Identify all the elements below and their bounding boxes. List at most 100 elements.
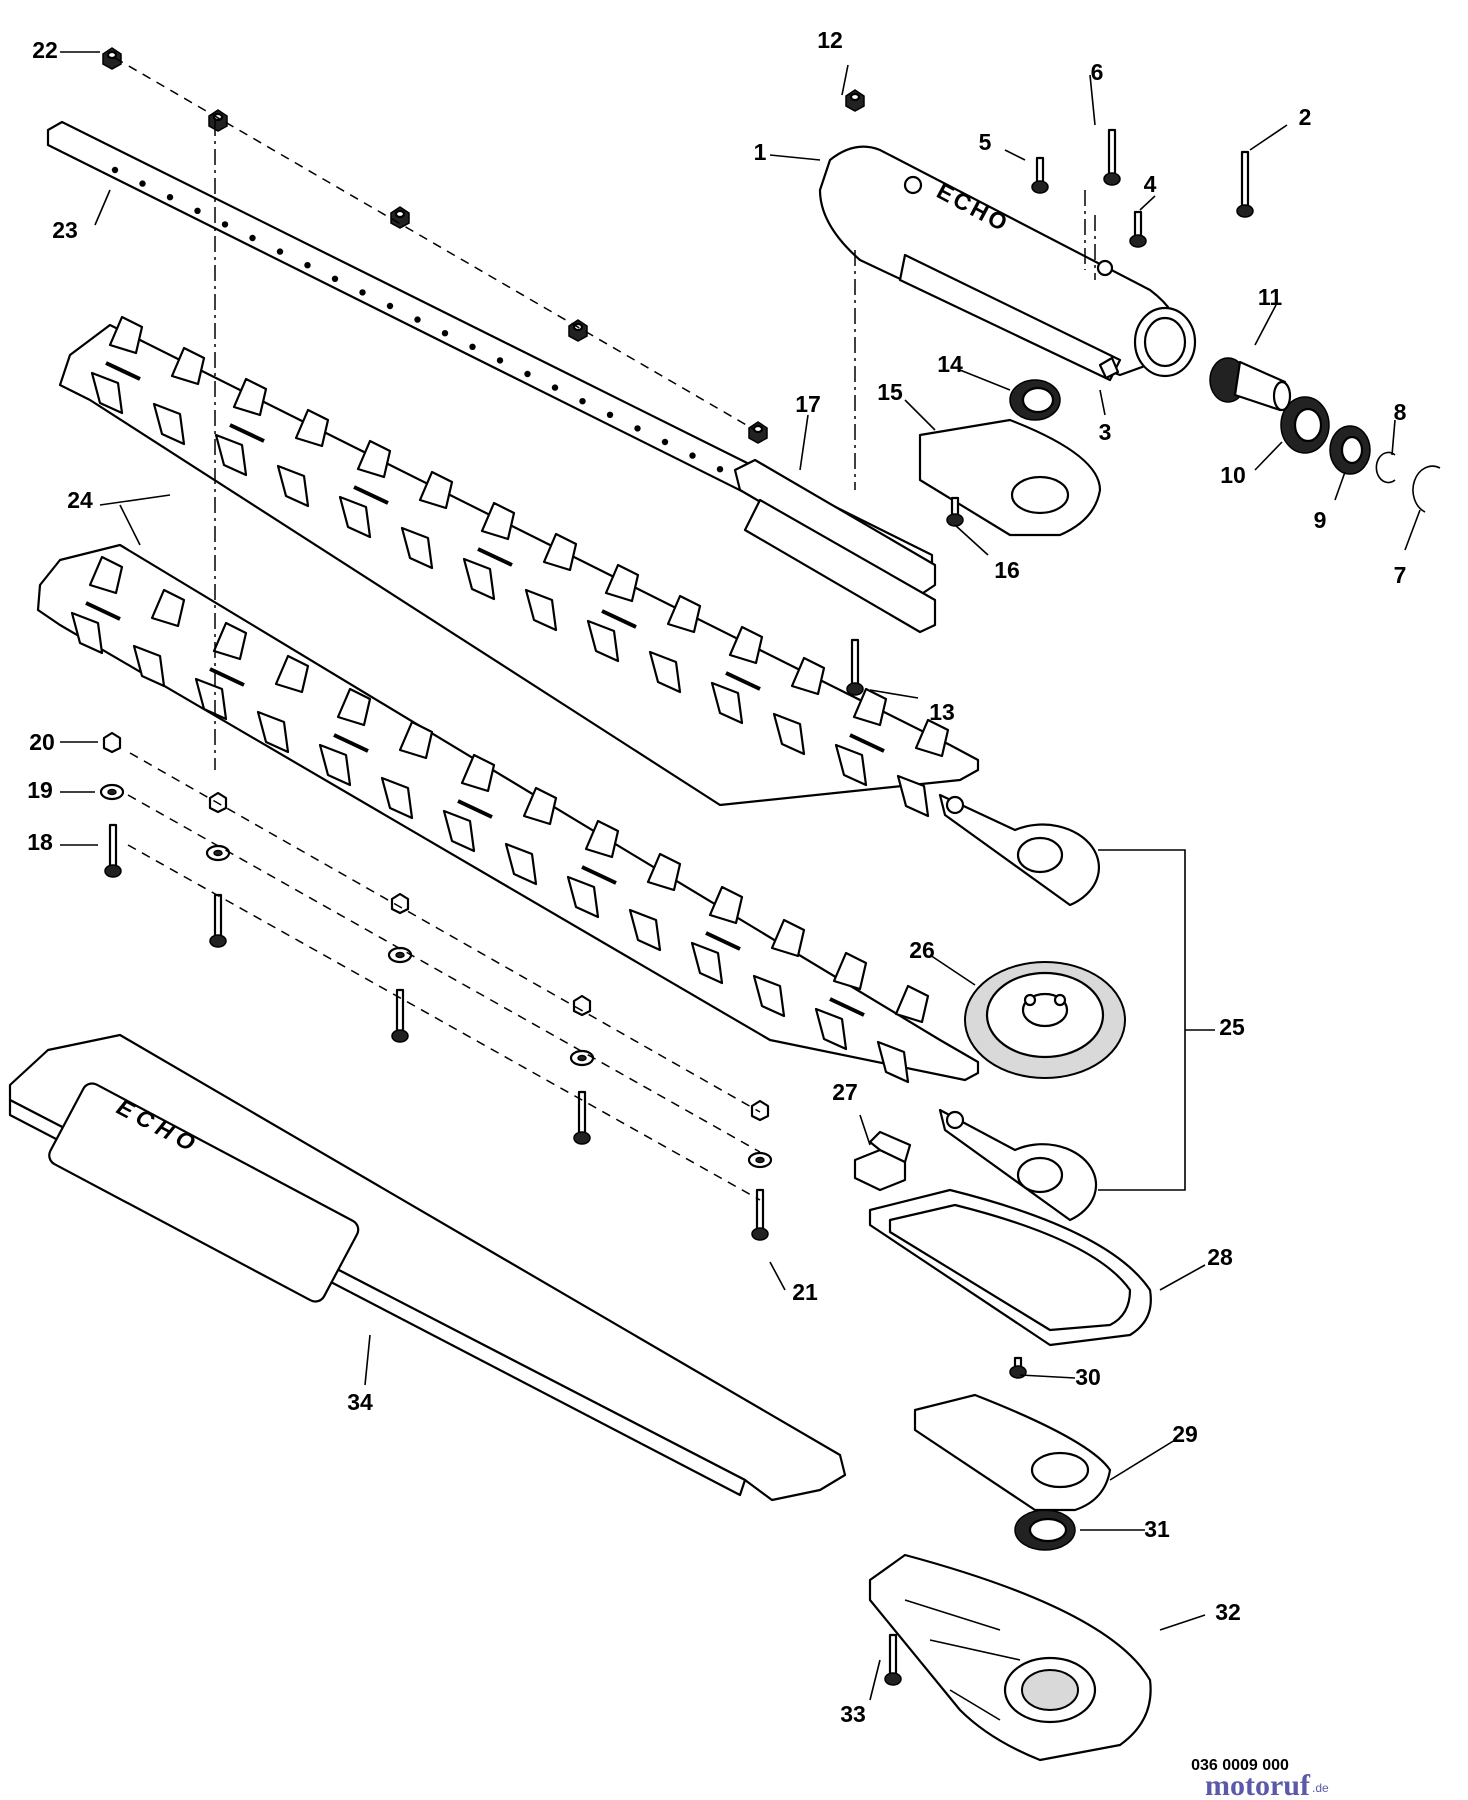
part-label-11: 11 [1258, 284, 1283, 310]
upper-blade-tooth-top [790, 656, 826, 696]
bar-hole [634, 425, 641, 432]
lower-blade-tooth-top [150, 588, 186, 628]
bolt-18c-head [391, 1029, 409, 1043]
bolt-4-shank [1133, 210, 1143, 239]
part-32-gear-cover [868, 1553, 1152, 1762]
grease-fitting-6-head [1103, 172, 1121, 186]
part-label-33: 33 [840, 1701, 866, 1727]
watermark-logo: motoruf .de [1205, 1769, 1329, 1800]
part-9-bearing [1329, 425, 1371, 475]
upper-blade-tooth-top [914, 718, 950, 758]
lower-blade-tooth-top [336, 687, 372, 727]
part-25-lower-crank-rod [938, 1108, 1098, 1222]
lower-blade-slot [705, 931, 741, 951]
lower-blade-tooth-top [274, 654, 310, 694]
flange-nut-4-hole [752, 424, 764, 434]
bar-hole [139, 180, 146, 187]
lower-blade-tooth-top [584, 819, 620, 859]
part-label-30: 30 [1075, 1364, 1101, 1390]
upper-blade-tooth-top [170, 346, 206, 386]
part-label-34: 34 [347, 1389, 373, 1415]
lower-blade-tooth-top [460, 753, 496, 793]
flange-nut-0-hole [106, 50, 118, 60]
bar-hole [524, 370, 531, 378]
bar-hole [221, 221, 229, 228]
part-label-15: 15 [877, 379, 903, 405]
part-label-16: 16 [994, 557, 1020, 583]
upper-blade-tooth-bottom [276, 464, 310, 508]
part-7-circlip [1412, 465, 1441, 513]
part-29-plate [913, 1393, 1112, 1512]
part-17-plate [733, 458, 937, 634]
flange-nut-1-hole [212, 112, 224, 122]
part-label-3: 3 [1099, 419, 1112, 445]
bolt-18b-head [209, 934, 227, 948]
lower-blade-tooth-top [894, 984, 930, 1024]
upper-blade-tooth-bottom [648, 650, 682, 694]
part-1-gear-case: ECHO [818, 145, 1197, 382]
washer-19-2-hole [395, 951, 405, 959]
part-label-20: 20 [29, 729, 55, 755]
part-label-19: 19 [27, 777, 53, 803]
part-label-22: 22 [32, 37, 58, 63]
bar-hole [194, 207, 201, 214]
bolt-21-head [751, 1227, 769, 1241]
upper-blade-tooth-bottom [586, 619, 620, 663]
upper-blade-slot [105, 361, 141, 381]
lower-blade-tooth-bottom [876, 1040, 910, 1084]
lower-blade-tooth-bottom [566, 875, 600, 919]
part-label-26: 26 [909, 937, 935, 963]
part-label-9: 9 [1314, 507, 1327, 533]
part-label-8: 8 [1394, 399, 1407, 425]
bolt-18b-shank [213, 893, 223, 939]
screw-33-head [884, 1672, 902, 1686]
part-label-27: 27 [832, 1079, 858, 1105]
bar-hole [469, 343, 476, 350]
upper-blade-tooth-top [852, 687, 888, 727]
upper-blade-tooth-bottom [462, 557, 496, 601]
upper-blade-slot [477, 547, 513, 567]
upper-blade-tooth-bottom [400, 526, 434, 570]
part-label-12: 12 [817, 27, 843, 53]
square-nut-20-2 [390, 892, 410, 915]
part-23-blade-bar [46, 120, 934, 581]
bolt-5-head [1031, 180, 1049, 194]
bar-hole [496, 357, 504, 364]
bolt-5-shank [1035, 156, 1045, 185]
upper-blade-tooth-bottom [90, 371, 124, 415]
grease-fitting-6-shank [1107, 128, 1117, 177]
washer-19-4-hole [755, 1156, 765, 1164]
watermark-suffix: .de [1312, 1781, 1329, 1795]
lower-blade-tooth-bottom [628, 908, 662, 952]
lower-blade-tooth-top [522, 786, 558, 826]
lower-blade-slot [457, 799, 493, 819]
bar-hole [716, 466, 724, 473]
upper-blade-tooth-bottom [710, 681, 744, 725]
part-label-13: 13 [929, 699, 955, 725]
lower-blade-slot [85, 601, 121, 621]
bar-hole [551, 384, 559, 391]
bar-hole [689, 452, 696, 459]
part-25-upper-crank-rod [938, 793, 1100, 907]
bolt-18d-head [573, 1131, 591, 1145]
upper-blade-tooth-bottom [524, 588, 558, 632]
lower-blade-tooth-bottom [194, 677, 228, 721]
part-34-blade-guard: ECHO [8, 1033, 847, 1502]
watermark-brand: motoruf [1205, 1769, 1311, 1800]
lower-blade-tooth-top [708, 885, 744, 925]
part-24-upper-blade [58, 315, 980, 818]
bar-hole [111, 166, 119, 174]
upper-blade-tooth-top [728, 625, 764, 665]
alignment-lines [114, 57, 1096, 1201]
lower-blade-tooth-bottom [70, 611, 104, 655]
leader-25-bracket [1098, 849, 1186, 1191]
bolt-18-head [104, 864, 122, 878]
upper-blade-slot [229, 423, 265, 443]
lower-blade-tooth-bottom [752, 974, 786, 1018]
washer-19-1-hole [213, 849, 223, 857]
upper-blade-tooth-top [542, 532, 578, 572]
upper-blade-tooth-bottom [834, 743, 868, 787]
part-number-labels: 1234567891011121314151617181920212223242… [27, 27, 1406, 1727]
